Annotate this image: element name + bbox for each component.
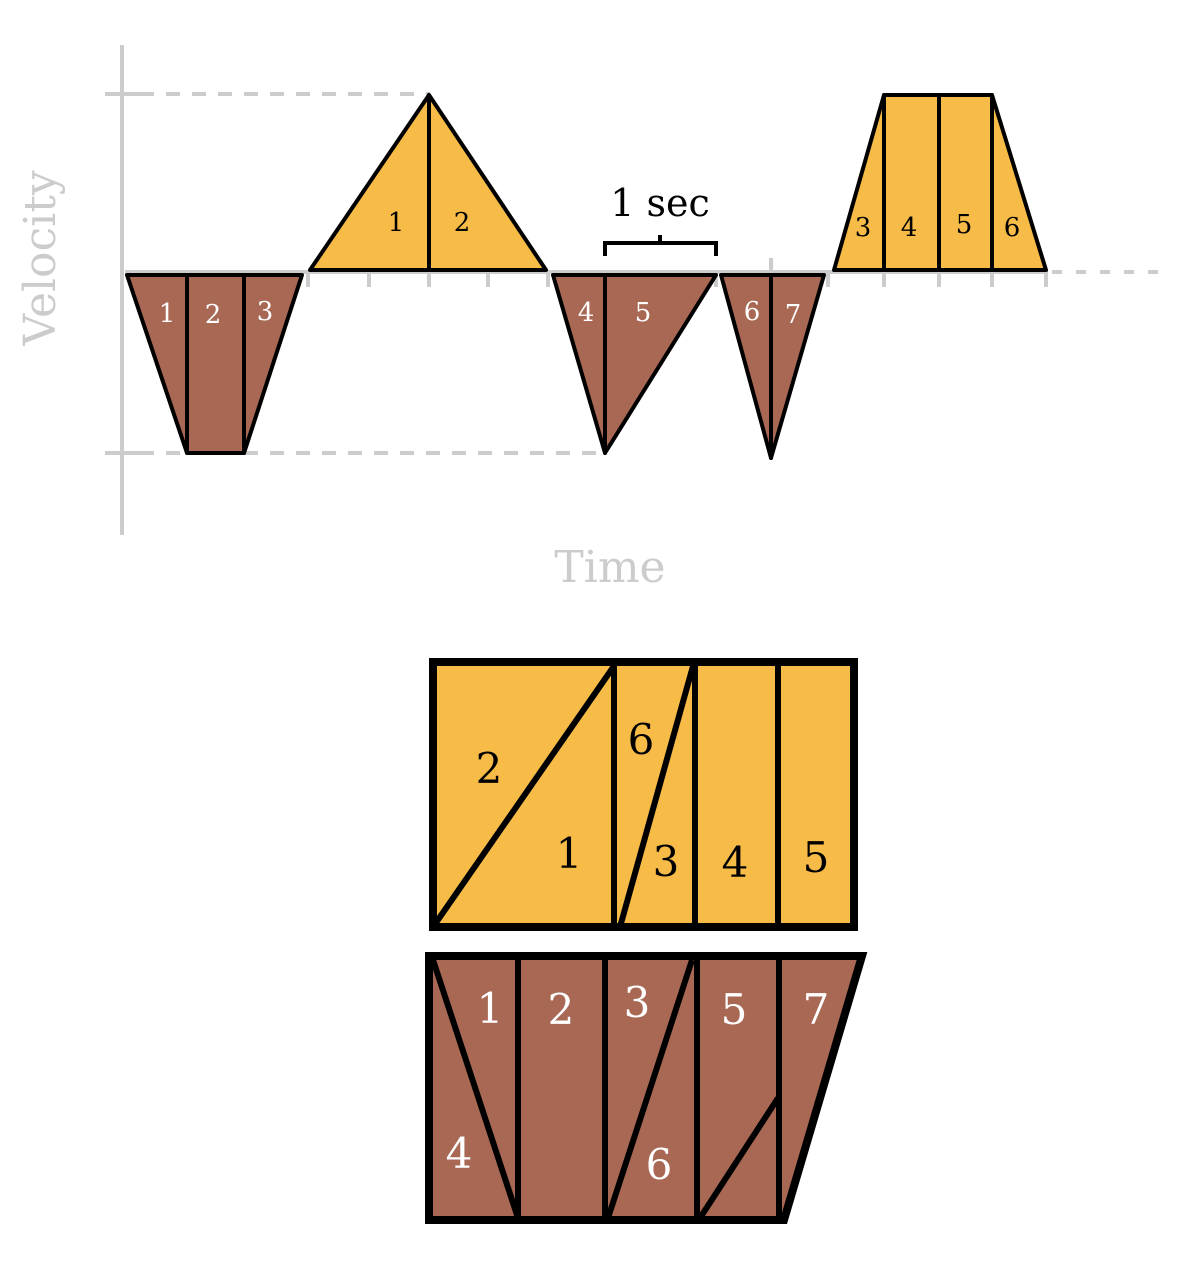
positive-rectangle-fill [433,662,854,927]
positive-region-5 [937,93,994,272]
region-label: 3 [855,213,872,243]
divider-line [697,1096,781,1220]
region-label: 1 [388,208,405,238]
region-label: 2 [454,208,471,238]
region-label: 7 [785,300,802,330]
negative-region-5 [603,273,718,455]
positive-rectangle-border [429,658,858,931]
region-label: 5 [635,298,652,328]
region-label: 1 [556,829,583,878]
y-axis-label: Velocity [15,170,66,347]
bracket-shape [603,241,718,256]
negative-rectangle-fill [429,956,862,1220]
region-label: 4 [901,213,918,243]
positive-area-rectangle: 2 1 6 3 4 5 [429,658,858,931]
region-label: 5 [721,985,748,1034]
region-label: 3 [624,978,651,1027]
x-axis-label: Time [554,542,665,593]
region-label: 4 [446,1129,473,1178]
velocity-time-graph: Velocity Time 1 2 3 1 2 4 5 [15,45,1170,593]
negative-rectangle-border [425,952,868,1224]
positive-region-3 [832,93,886,272]
region-label: 7 [803,985,830,1034]
positive-triangle-1-2: 1 2 [308,93,548,272]
region-label: 6 [1004,213,1021,243]
region-label: 3 [653,837,680,886]
divider-line [617,665,696,928]
negative-triangle-6-7: 6 7 [719,273,826,460]
negative-region-3 [242,273,304,455]
negative-trapezoid-1-3: 1 2 3 [125,273,304,455]
region-label: 1 [159,299,176,329]
region-label: 2 [476,744,503,793]
region-label: 4 [578,298,595,328]
region-label: 6 [744,297,761,327]
positive-trapezoid-3-6: 3 4 5 6 [832,93,1048,272]
divider-line [430,664,617,929]
positive-region-6 [990,93,1048,272]
negative-region-7 [769,273,826,460]
region-label: 4 [722,838,749,887]
positive-region-4 [882,93,941,272]
region-label: 2 [205,300,222,330]
region-label: 6 [628,715,655,764]
divider-line [430,959,521,1219]
region-label: 1 [477,984,504,1033]
region-label: 6 [646,1140,673,1189]
region-label: 5 [956,210,973,240]
region-label: 5 [803,833,830,882]
positive-region-1 [308,93,431,272]
region-label: 2 [548,985,575,1034]
negative-triangle-4-5: 4 5 [551,273,718,455]
region-label: 3 [257,297,274,327]
divider-line [605,959,695,1219]
one-second-bracket: 1 sec [603,181,718,256]
negative-region-1 [125,273,189,455]
negative-area-rectangle: 1 2 3 5 7 4 6 [425,952,868,1224]
bracket-label: 1 sec [610,181,710,225]
positive-region-2 [427,93,548,272]
